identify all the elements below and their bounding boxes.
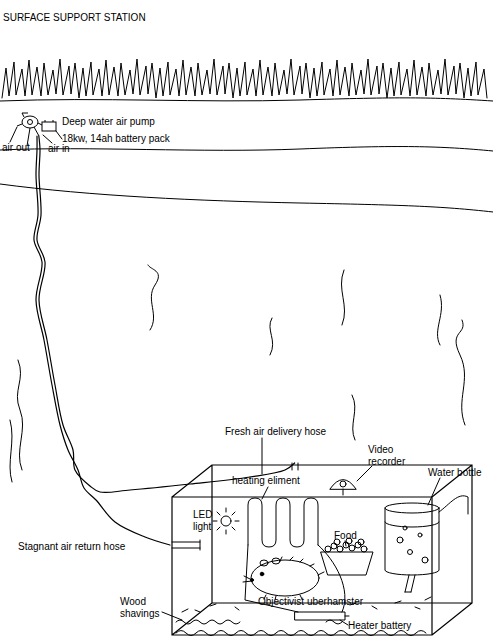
hamster-eye: [260, 572, 264, 576]
callout-label: air in: [48, 143, 70, 155]
camera-lens: [340, 481, 346, 487]
seaweed: [270, 318, 273, 355]
food-pellet: [325, 546, 331, 552]
hamster-details: [243, 557, 324, 600]
seaweed: [17, 360, 22, 470]
bottle-hook: [439, 496, 468, 514]
part-label: Food: [334, 530, 357, 542]
battery-pack: [42, 122, 56, 131]
callout-label: 18kw, 14ah battery pack: [62, 133, 170, 145]
food-pellet: [349, 545, 355, 551]
air-out-tube: [17, 124, 22, 126]
part-label: Deep water air pump: [62, 116, 155, 128]
seaweed: [148, 265, 158, 330]
food-pellet: [343, 542, 349, 548]
callout-label: Water bottle: [428, 467, 482, 479]
seaweed: [352, 395, 355, 440]
led-rays: [213, 508, 239, 534]
callout-label: Wood shavings: [120, 596, 164, 620]
grass: [2, 59, 487, 98]
hose-label: Fresh air delivery hose: [225, 426, 326, 438]
heater-battery: [295, 612, 345, 620]
bubble: [422, 557, 428, 563]
hamster-ear: [260, 560, 268, 566]
food-pellet: [337, 546, 343, 552]
bottle-spout: [405, 575, 415, 592]
hose-label: Stagnant air return hose: [18, 541, 125, 553]
heating-element: [248, 498, 318, 547]
food-pellet: [358, 539, 364, 545]
diagram-title: SURFACE SUPPORT STATION: [3, 12, 146, 24]
food-pellet: [361, 546, 367, 552]
food-pellet: [331, 543, 337, 549]
bubble: [408, 550, 413, 555]
bank-line: [0, 147, 493, 151]
bubble: [418, 533, 422, 537]
bubble: [403, 526, 407, 530]
food-bowl: [321, 552, 373, 575]
glass-tank: [172, 465, 472, 635]
seaweed: [456, 320, 465, 425]
bottle-top: [385, 503, 439, 513]
water-level: [385, 522, 439, 527]
pump-drawing: [14, 112, 60, 136]
ground-line: [0, 98, 493, 101]
leader-line: [10, 127, 440, 625]
pump-handle: [22, 113, 28, 117]
water-surface: [0, 184, 493, 212]
water-bottle: [385, 508, 439, 575]
part-label: Heater battery: [348, 620, 411, 632]
air-hose: [34, 136, 170, 545]
bubble: [397, 537, 403, 543]
seaweed: [437, 295, 441, 345]
air-pump: Deep water air pump: [14, 112, 60, 136]
pump-body: [22, 116, 38, 128]
battery-terminal: [345, 616, 349, 617]
tank-outline: [170, 463, 474, 639]
part-label: Objectivist uberhamster: [258, 596, 363, 608]
part-label: heating eliment: [232, 475, 300, 487]
seaweed: [341, 270, 344, 325]
pump-dial: [28, 120, 33, 125]
hamster-body: [251, 560, 319, 596]
air-hose: [37, 136, 295, 493]
air-in-tube: [34, 127, 39, 136]
led-light: [221, 516, 231, 526]
seaweed: [10, 420, 12, 482]
battery-wire: [38, 120, 53, 125]
video-recorder: [330, 480, 356, 496]
hamster-ear: [272, 558, 280, 564]
callout-label: air out: [2, 142, 30, 154]
hamster-tank: LED light heating elimentFoodObjectivist …: [170, 463, 474, 639]
part-label: LED light: [193, 509, 219, 533]
callout-label: Video recorder: [368, 444, 412, 468]
